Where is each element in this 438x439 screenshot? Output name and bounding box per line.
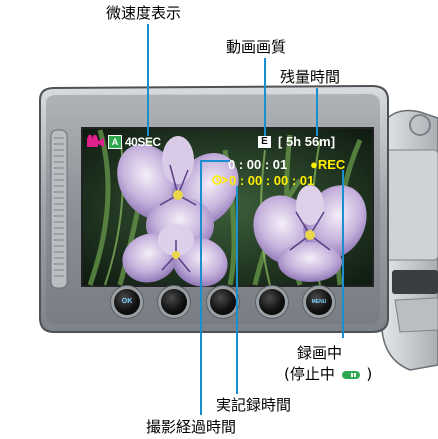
remaining-time-readout: [ 5h 56m] (278, 134, 336, 149)
ok-button[interactable]: OK (114, 289, 140, 315)
auto-mode-letter: A (111, 137, 119, 147)
callout-line-actual-time (236, 186, 238, 394)
actual-recording-time-readout: 0 : 00 : 00 : 01 (229, 173, 315, 188)
auto-mode-badge: A (108, 135, 122, 149)
rec-indicator: ●REC (310, 157, 346, 172)
menu-button[interactable]: MENU (306, 289, 332, 315)
label-elapsed-shooting-time: 撮影経過時間 (146, 418, 237, 436)
callout-line-rec (342, 170, 344, 338)
label-remaining-time: 残量時間 (280, 68, 341, 86)
callout-line-remaining (316, 88, 318, 136)
label-recording-paused-prefix: (停止中 (284, 365, 335, 383)
timelapse-icon (212, 175, 228, 185)
label-slow-speed-display: 微速度表示 (106, 4, 182, 22)
video-camera-icon (87, 134, 104, 147)
interval-readout: 40SEC (125, 135, 161, 149)
button-4[interactable] (259, 289, 285, 315)
ok-button-label: OK (121, 298, 133, 305)
menu-button-label: MENU (311, 299, 327, 305)
button-2[interactable] (161, 289, 187, 315)
label-recording-paused: (停止中 ) (284, 365, 372, 383)
elapsed-time-readout: 0 : 00 : 01 (228, 157, 288, 172)
label-recording-paused-suffix: ) (366, 365, 373, 383)
label-recording: 録画中 (297, 344, 343, 362)
callout-line-slow-speed (147, 24, 149, 136)
callout-line-elapsed-h (200, 160, 230, 162)
callout-line-elapsed (200, 160, 202, 415)
label-actual-recording-time: 実記録時間 (216, 396, 292, 414)
pause-indicator-icon (341, 370, 360, 379)
callout-line-quality (264, 58, 266, 136)
button-3[interactable] (210, 289, 236, 315)
label-video-quality: 動画画質 (226, 38, 287, 56)
video-quality-badge: E (258, 136, 271, 148)
video-quality-letter: E (261, 136, 268, 147)
